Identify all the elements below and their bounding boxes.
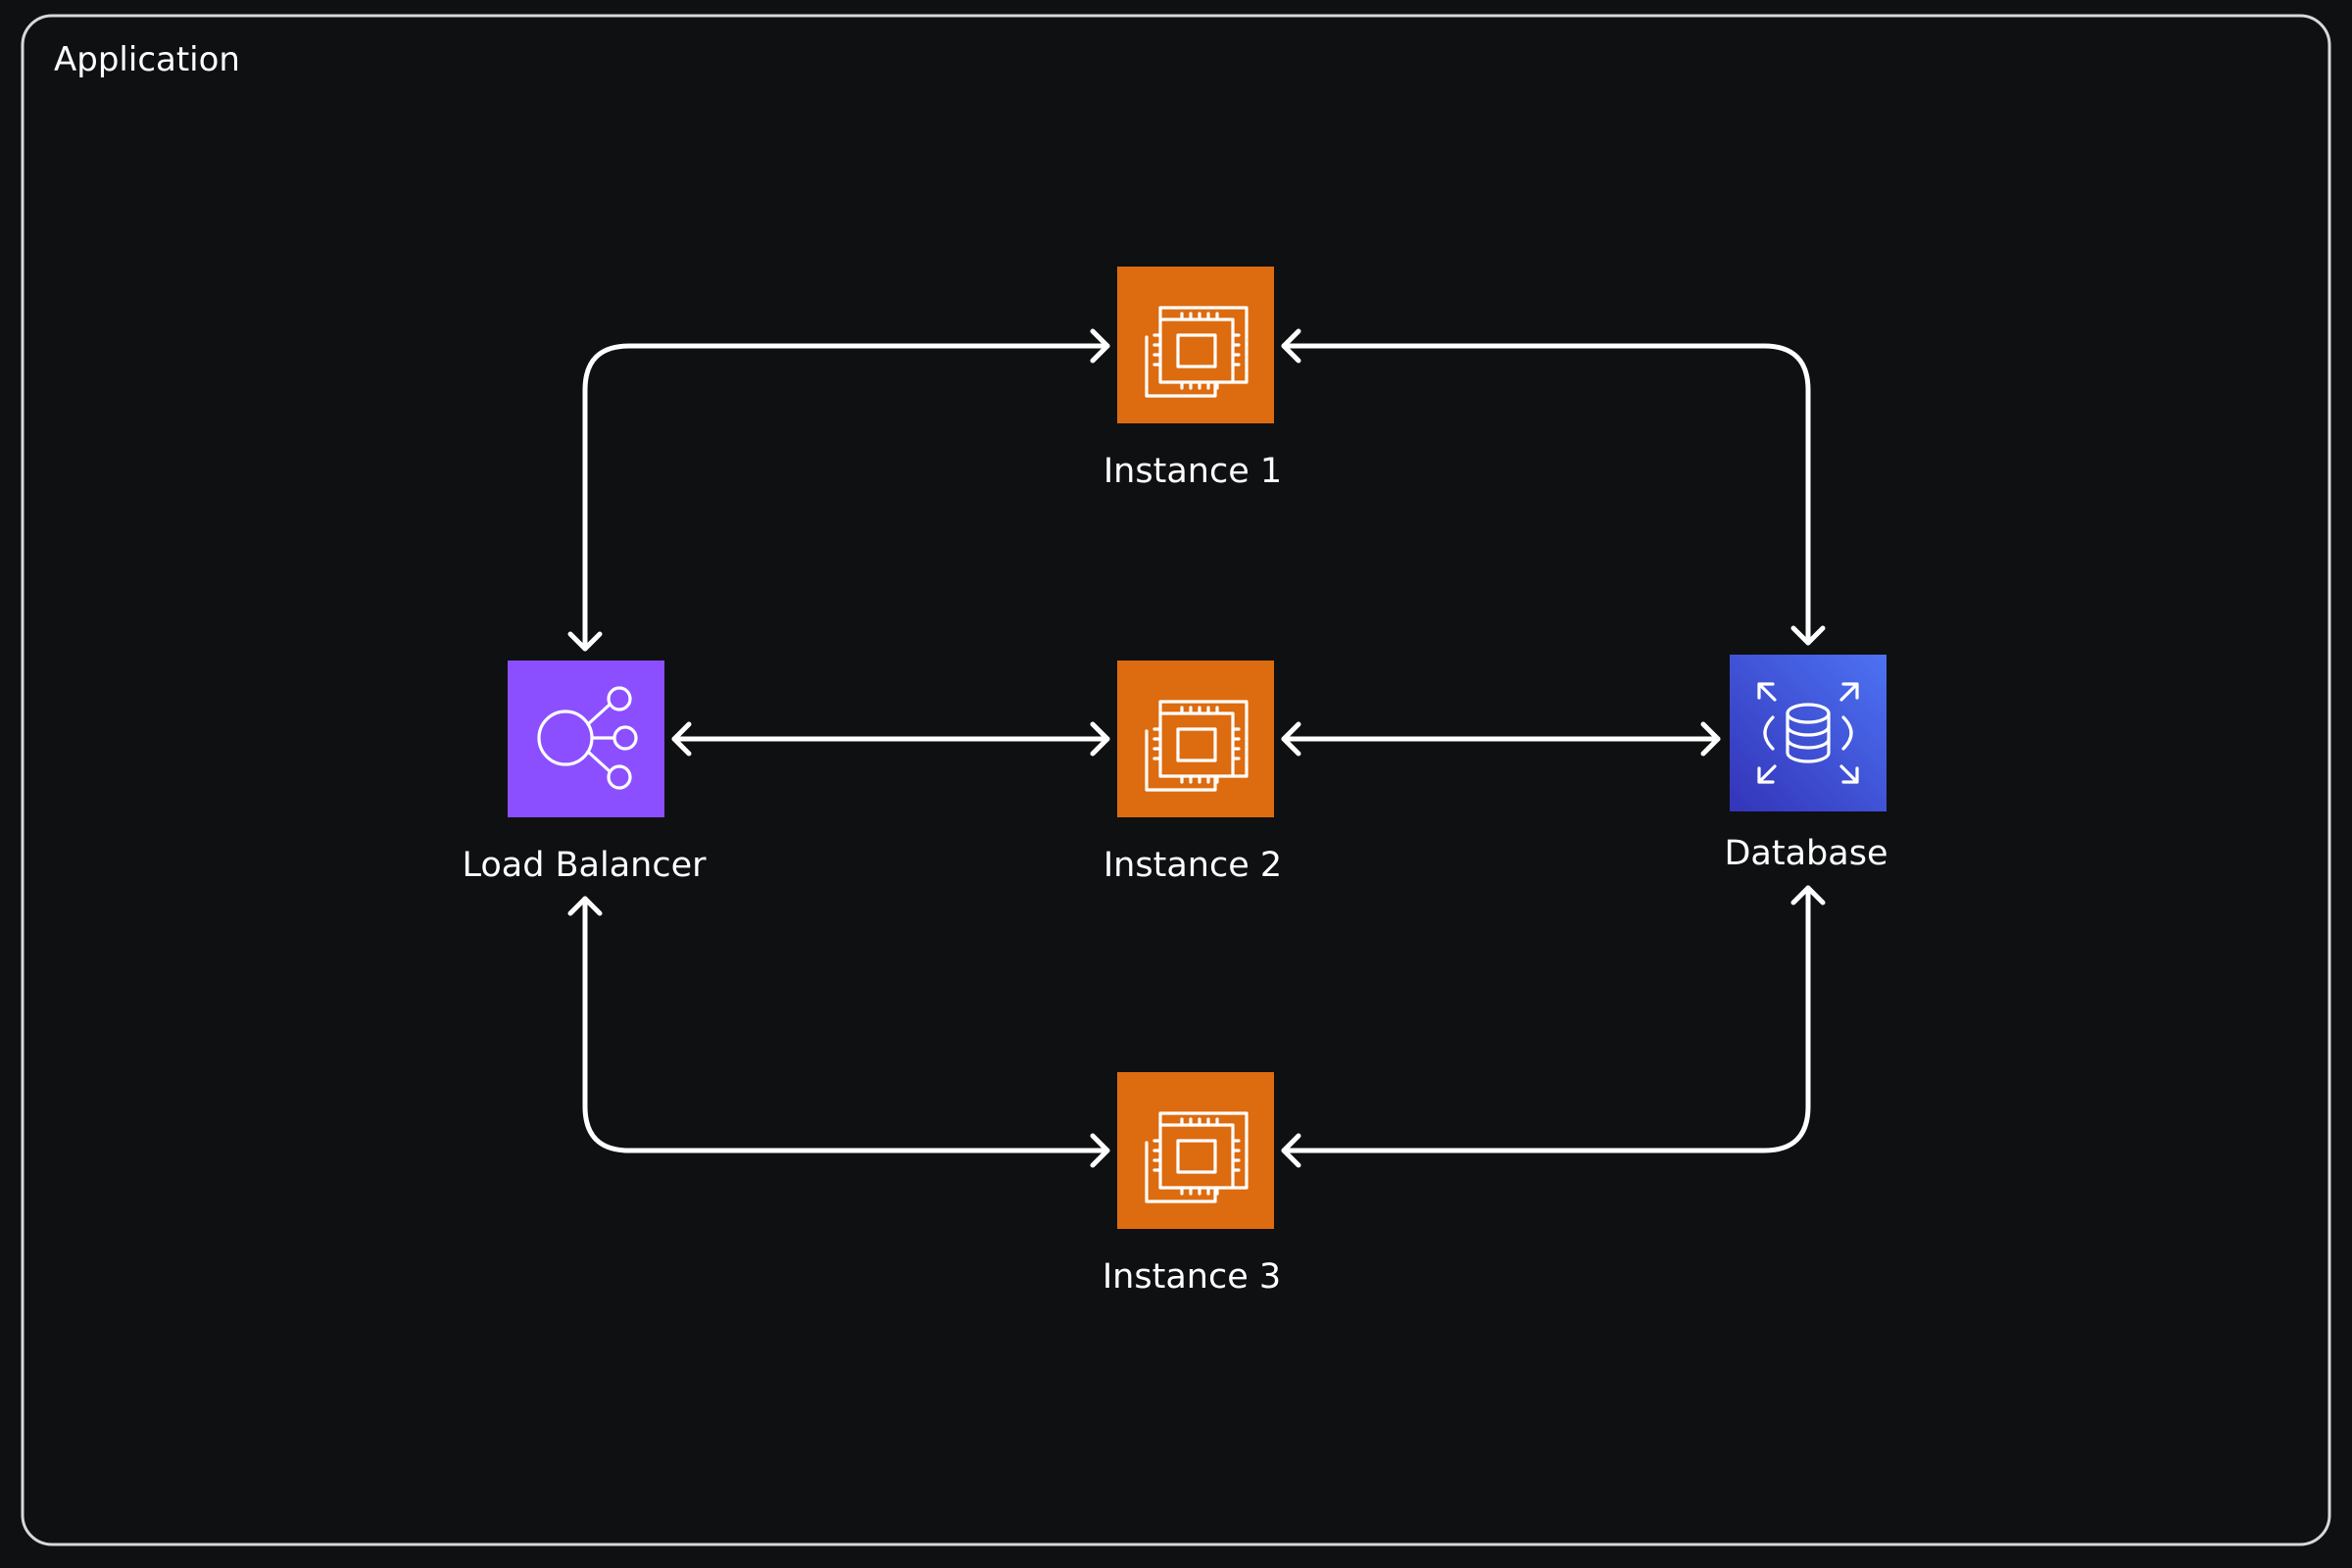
node-database[interactable]: Database xyxy=(1724,655,1888,873)
arrowhead-icon xyxy=(1281,721,1301,757)
node-label: Instance 3 xyxy=(1102,1257,1281,1297)
arrowhead-icon xyxy=(1281,328,1301,364)
node-label: Database xyxy=(1724,834,1887,873)
cpu-instance-icon xyxy=(1145,306,1249,398)
arrowhead-icon xyxy=(671,721,692,757)
arrowhead-icon xyxy=(567,631,603,652)
arrowhead-icon xyxy=(1790,885,1826,906)
node-instance-2[interactable]: Instance 2 xyxy=(1103,661,1282,885)
edge-instance-1-database xyxy=(1281,328,1826,646)
node-load-balancer[interactable]: Load Balancer xyxy=(462,661,707,885)
cpu-instance-icon xyxy=(1145,1111,1249,1203)
arrowhead-icon xyxy=(1281,1133,1301,1168)
load-balancer-icon xyxy=(537,686,638,790)
node-instance-1[interactable]: Instance 1 xyxy=(1103,267,1282,491)
edge-instance-3-database xyxy=(1281,885,1826,1168)
arrowhead-icon xyxy=(1090,1133,1110,1168)
edge-load-balancer-instance-2 xyxy=(671,721,1110,757)
application-group-frame xyxy=(21,14,2331,1546)
node-label: Instance 1 xyxy=(1103,452,1282,491)
arrowhead-icon xyxy=(1790,625,1826,646)
arrowhead-icon xyxy=(1090,721,1110,757)
node-label: Load Balancer xyxy=(462,846,707,885)
edge-instance-2-database xyxy=(1281,721,1721,757)
node-label: Instance 2 xyxy=(1103,846,1282,885)
application-group-label: Application xyxy=(54,40,240,79)
arrowhead-icon xyxy=(567,896,603,916)
arrowhead-icon xyxy=(1090,328,1110,364)
edge-load-balancer-instance-1 xyxy=(567,328,1110,652)
node-instance-3[interactable]: Instance 3 xyxy=(1102,1072,1281,1297)
database-icon xyxy=(1757,682,1859,784)
arrowhead-icon xyxy=(1700,721,1721,757)
cpu-instance-icon xyxy=(1145,700,1249,792)
edge-load-balancer-instance-3 xyxy=(567,896,1110,1168)
